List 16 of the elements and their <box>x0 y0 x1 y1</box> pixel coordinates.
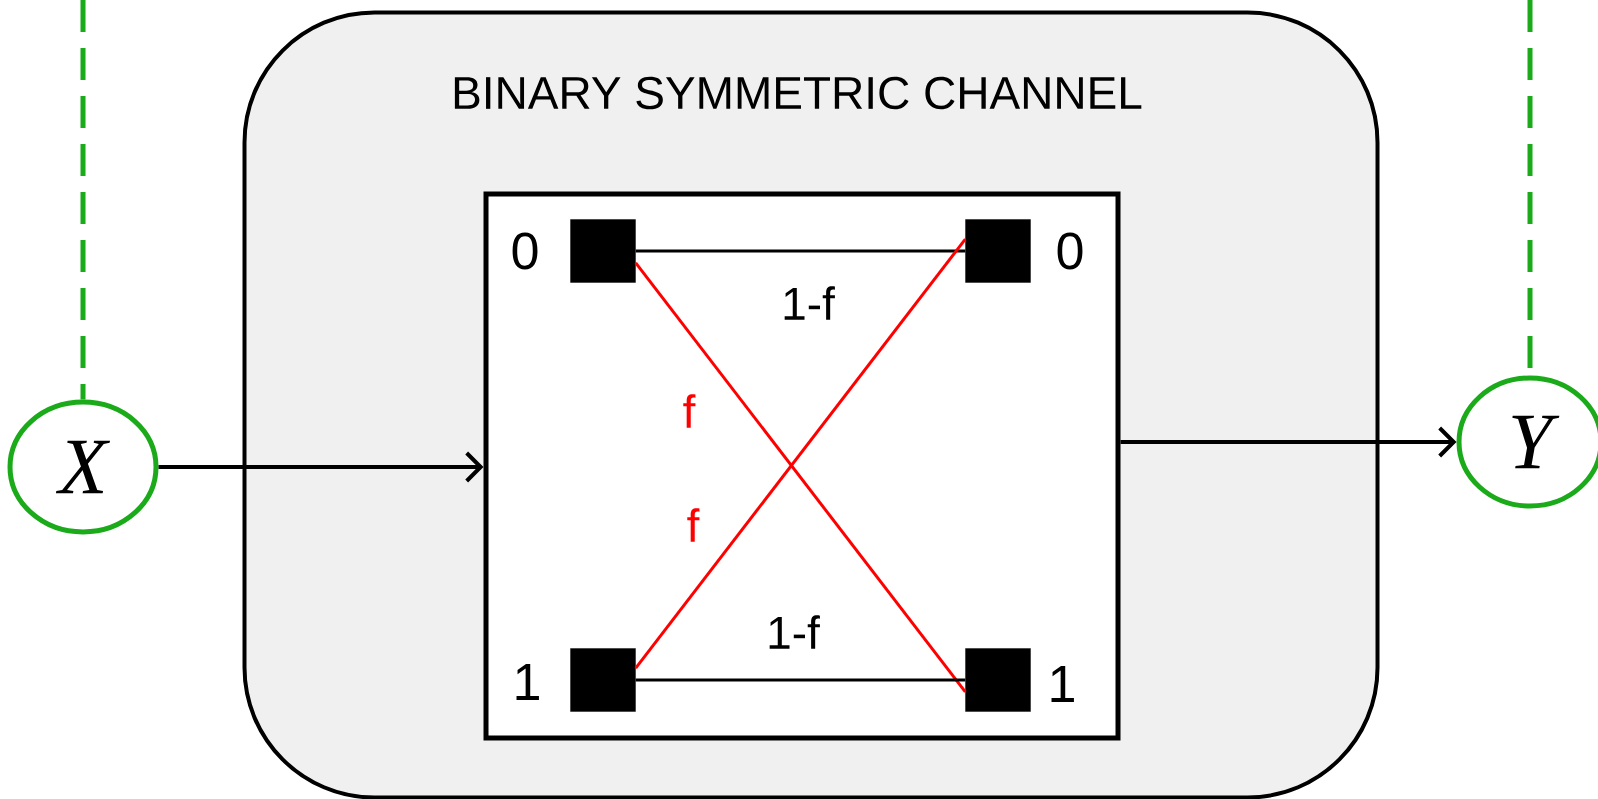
dashed-line <box>80 0 86 400</box>
probability-label: 1-f <box>779 284 837 322</box>
symbol-square <box>965 219 1031 283</box>
arrow <box>1120 426 1457 458</box>
channel-diagram-box <box>483 191 1121 741</box>
arrow <box>158 451 484 483</box>
transition-line <box>635 249 966 253</box>
symbol-square <box>570 219 636 283</box>
probability-label: 1-f <box>764 613 822 651</box>
symbol-label: 0 <box>512 232 538 270</box>
symbol-label: 1 <box>1051 666 1074 702</box>
symbol-square <box>965 648 1031 712</box>
symbol-label: 1 <box>516 664 539 700</box>
symbol-label: 0 <box>1057 232 1083 270</box>
transition-line <box>635 678 966 682</box>
symbol-square <box>570 648 636 712</box>
